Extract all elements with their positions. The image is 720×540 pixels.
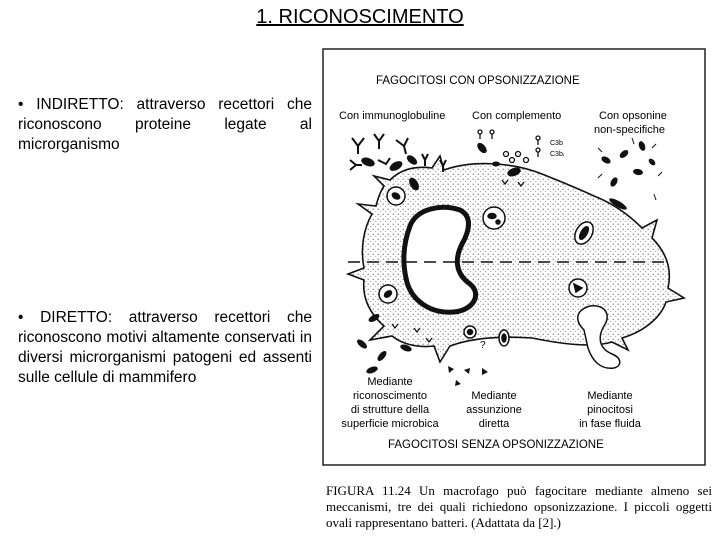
label-complemento: Con complemento — [472, 110, 561, 122]
label-opsonine-2: non-specifiche — [594, 124, 665, 136]
label-pinocytosis-2: pinocitosi — [587, 404, 633, 416]
label-c3b: C3b — [550, 140, 563, 147]
label-direct-1: Mediante — [471, 390, 516, 402]
label-surface-1: Mediante — [367, 376, 412, 388]
slide-title: 1. RICONOSCIMENTO — [0, 6, 720, 29]
label-surface-3: di strutture della — [351, 404, 430, 416]
phagocytosis-figure: FAGOCITOSI CON OPSONIZZAZIONE FAGOCITOSI… — [322, 48, 706, 466]
label-immunoglobuline: Con immunoglobuline — [339, 110, 445, 122]
label-surface-2: riconoscimento — [353, 390, 427, 402]
figure-caption: FIGURA 11.24 Un macrofago può fagocitare… — [326, 483, 712, 531]
question-mark: ? — [480, 340, 486, 351]
label-direct-2: assunzione — [466, 404, 522, 416]
label-pinocytosis-3: in fase fluida — [579, 418, 642, 430]
bullet-diretto: • DIRETTO: attraverso recettori che rico… — [18, 308, 312, 388]
header-with-opsonization: FAGOCITOSI CON OPSONIZZAZIONE — [376, 75, 580, 87]
label-surface-4: superficie microbica — [341, 418, 439, 430]
bullet-indiretto: • INDIRETTO: attraverso recettori che ri… — [18, 95, 312, 155]
label-direct-3: diretta — [479, 418, 510, 430]
header-without-opsonization: FAGOCITOSI SENZA OPSONIZZAZIONE — [388, 439, 604, 451]
label-opsonine-1: Con opsonine — [599, 110, 667, 122]
label-c3bi: C3bᵢ — [550, 151, 564, 158]
label-pinocytosis-1: Mediante — [587, 390, 632, 402]
